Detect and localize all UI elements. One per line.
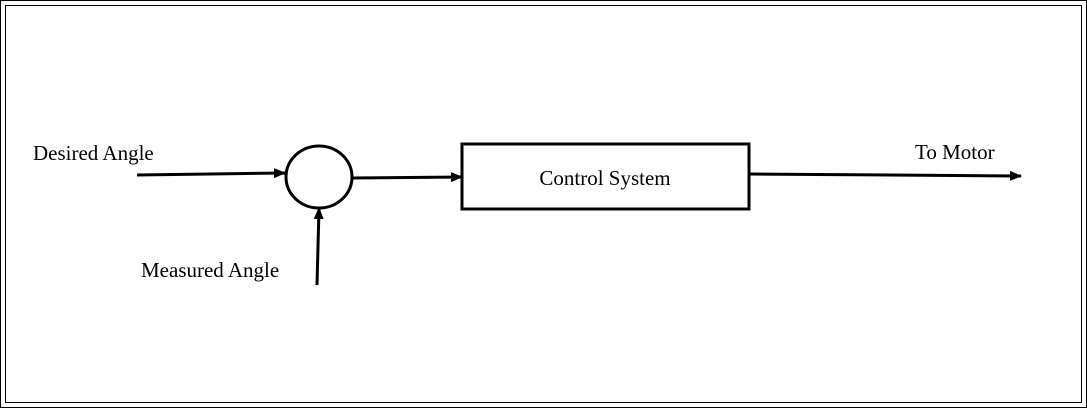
control-system-block bbox=[460, 142, 751, 211]
feedback-arrow bbox=[313, 207, 324, 286]
measured-angle-label: Measured Angle bbox=[141, 258, 279, 282]
control-system-label: Control System bbox=[539, 166, 670, 190]
error-arrow bbox=[351, 172, 463, 183]
input-arrow bbox=[136, 168, 286, 179]
summing-junction bbox=[284, 144, 354, 210]
to-motor-label: To Motor bbox=[915, 140, 995, 164]
output-arrow bbox=[748, 170, 1022, 181]
inner-border bbox=[5, 5, 1082, 403]
desired-angle-label: Desired Angle bbox=[33, 141, 154, 165]
